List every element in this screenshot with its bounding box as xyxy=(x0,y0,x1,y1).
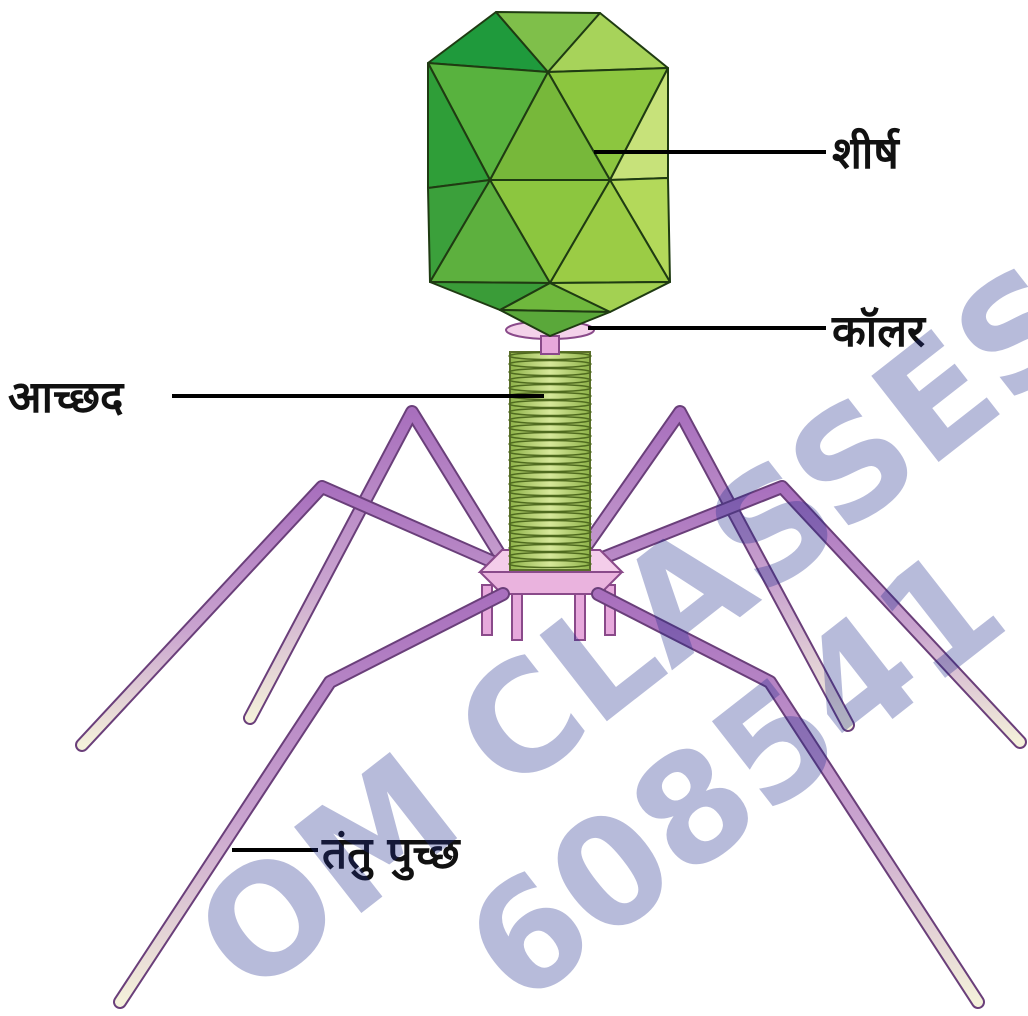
head-label: शीर्ष xyxy=(832,127,901,179)
sheath-label: आच्छद xyxy=(8,372,125,423)
capsid-head xyxy=(428,12,670,336)
tail-sheath xyxy=(509,352,591,570)
